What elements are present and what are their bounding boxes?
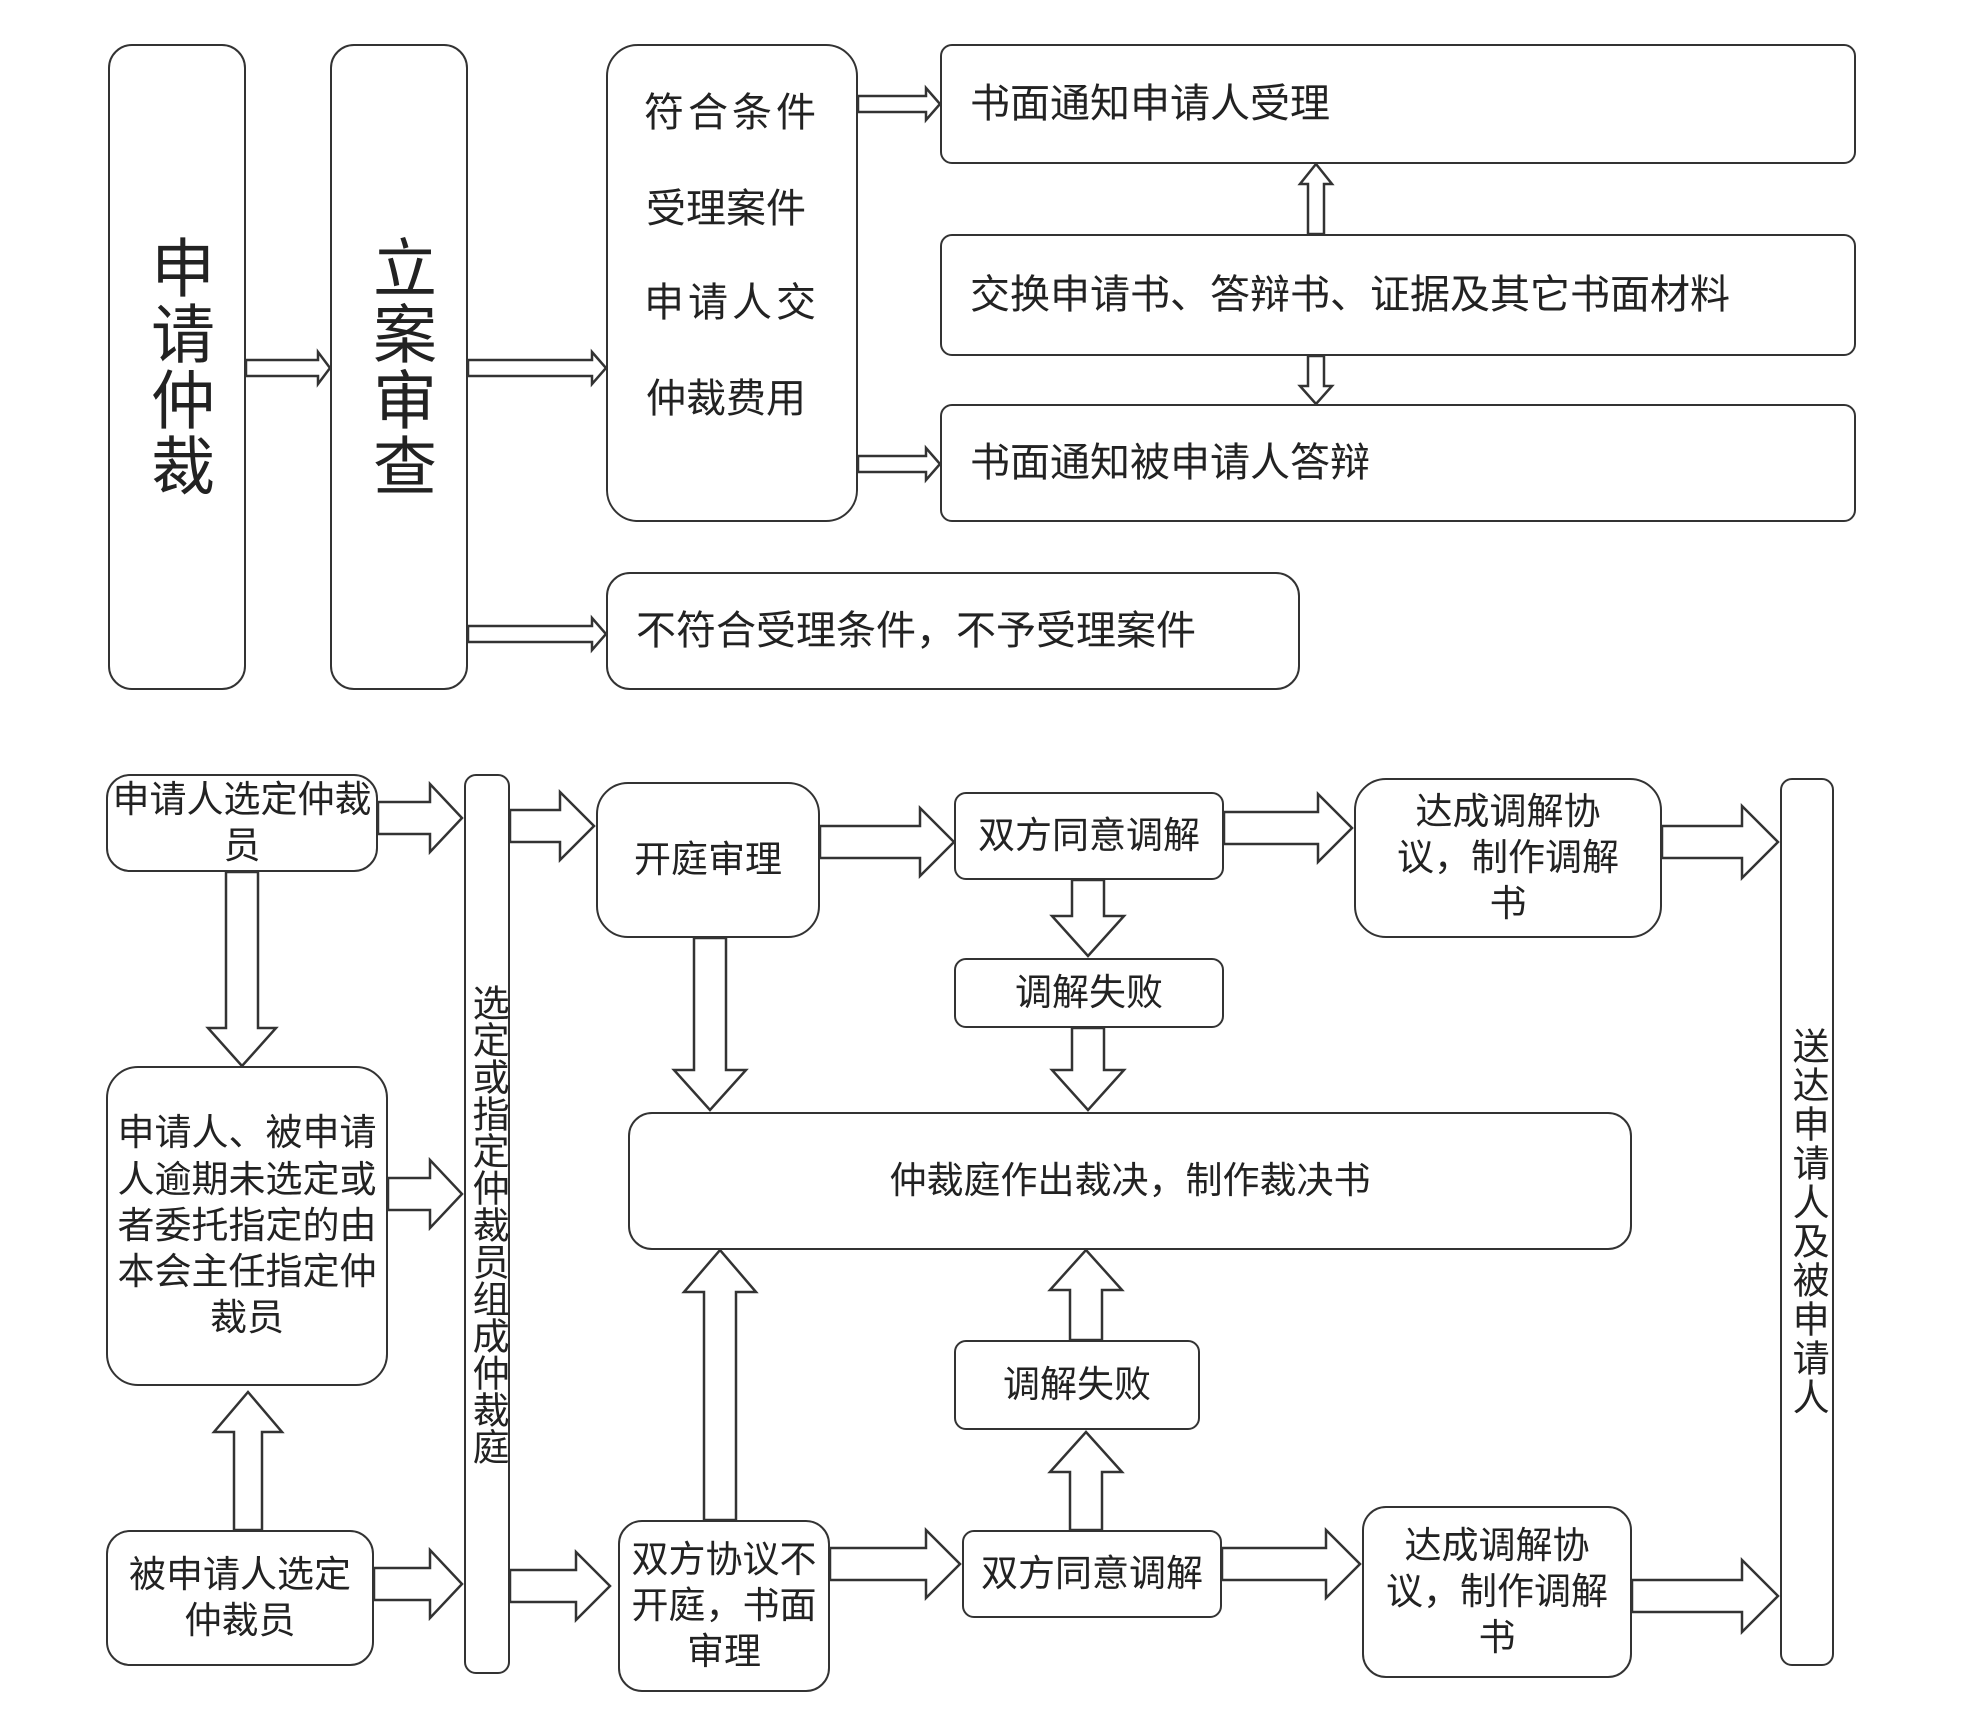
- mediation-failed-2-box: [954, 1340, 1200, 1430]
- written-review-box: [618, 1520, 830, 1692]
- hearing-box: [596, 782, 820, 938]
- accept-line-2: 受理案件: [646, 186, 806, 232]
- mediation-agreement-1-label: 达成调解协议，制作调解书: [1397, 789, 1619, 926]
- agree-mediation-2-box: [962, 1530, 1222, 1618]
- written-review-label: 双方协议不开庭，书面审理: [631, 1537, 817, 1674]
- arrow-applicant-select-to-overdue: [205, 870, 279, 1068]
- notify-applicant-box: [940, 44, 1856, 164]
- arrow-agree-mediation-2-to-agreement-2: [1220, 1526, 1362, 1602]
- overdue-appoint-box: [106, 1066, 388, 1386]
- form-tribunal-label: 选定或指定仲裁员组成仲裁庭: [466, 983, 510, 1465]
- mediation-failed-1-label: 调解失败: [1015, 970, 1163, 1014]
- accept-line-3: 申请人交: [644, 280, 820, 326]
- arrow-review-to-accept: [466, 348, 608, 388]
- arrow-agree-mediation-1-to-failed-1: [1049, 878, 1127, 958]
- arrow-agree-mediation-1-to-agreement-1: [1222, 790, 1354, 866]
- arrow-agreement-2-to-deliver: [1630, 1556, 1780, 1636]
- agree-mediation-2-label: 双方同意调解: [981, 1551, 1203, 1595]
- mediation-failed-2-label: 调解失败: [1003, 1362, 1151, 1406]
- mediation-agreement-2-box: [1362, 1506, 1632, 1678]
- arrow-hearing-to-award: [671, 936, 749, 1112]
- respondent-select-box: [106, 1530, 374, 1666]
- exchange-materials-label: 交换申请书、答辩书、证据及其它书面材料: [970, 272, 1730, 318]
- accept-line-1: 符合条件: [644, 90, 820, 136]
- arrow-apply-to-review: [244, 348, 332, 388]
- agree-mediation-1-label: 双方同意调解: [978, 813, 1200, 857]
- case-review-box: [330, 44, 468, 690]
- arrow-applicant-select-to-tribunal: [376, 780, 464, 856]
- notify-respondent-label: 书面通知被申请人答辩: [970, 440, 1370, 486]
- arrow-written-review-to-agree-mediation-2: [828, 1526, 962, 1602]
- arrow-respondent-select-to-tribunal: [372, 1546, 464, 1622]
- arrow-agreement-1-to-deliver: [1660, 802, 1780, 882]
- arrow-overdue-to-tribunal: [386, 1156, 464, 1232]
- mediation-failed-1-box: [954, 958, 1224, 1028]
- arrow-review-to-reject: [466, 614, 608, 654]
- arrow-accept-to-notify-applicant: [856, 84, 942, 124]
- arrow-exchange-to-notify-respondent: [1297, 354, 1335, 406]
- deliver-label: 送达申请人及被申请人: [1786, 1027, 1830, 1417]
- notify-applicant-label: 书面通知申请人受理: [970, 81, 1330, 127]
- accept-line-4: 仲裁费用: [646, 376, 806, 422]
- arrow-written-review-to-award: [681, 1248, 759, 1522]
- arrow-tribunal-to-hearing: [508, 788, 596, 864]
- applicant-select-label: 申请人选定仲裁员: [112, 777, 372, 867]
- arrow-exchange-to-notify-applicant: [1297, 161, 1335, 236]
- apply-arbitration-box: [108, 44, 246, 690]
- exchange-materials-box: [940, 234, 1856, 356]
- arrow-failed-1-to-award: [1049, 1026, 1127, 1112]
- accept-conditions-box: [606, 44, 858, 522]
- arrow-hearing-to-agree-mediation-1: [818, 804, 956, 880]
- award-label: 仲裁庭作出裁决，制作裁决书: [889, 1158, 1371, 1202]
- overdue-appoint-label: 申请人、被申请人逾期未选定或者委托指定的由本会主任指定仲裁员: [117, 1111, 377, 1340]
- apply-arbitration-label: 申请仲裁: [140, 235, 214, 499]
- arrow-tribunal-to-written-review: [508, 1548, 612, 1624]
- case-review-label: 立案审查: [362, 235, 436, 499]
- agree-mediation-1-box: [954, 792, 1224, 880]
- deliver-box: [1780, 778, 1834, 1666]
- arrow-accept-to-notify-respondent: [856, 444, 942, 484]
- arrow-respondent-select-to-overdue: [211, 1390, 285, 1532]
- mediation-agreement-1-box: [1354, 778, 1662, 938]
- arrow-failed-2-to-award: [1047, 1248, 1125, 1342]
- applicant-select-box: [106, 774, 378, 872]
- notify-respondent-box: [940, 404, 1856, 522]
- award-box: [628, 1112, 1632, 1250]
- respondent-select-label: 被申请人选定仲裁员: [129, 1552, 351, 1642]
- hearing-label: 开庭审理: [634, 837, 782, 881]
- mediation-agreement-2-label: 达成调解协议，制作调解书: [1386, 1523, 1608, 1660]
- reject-case-box: [606, 572, 1300, 690]
- arrow-agree-mediation-2-to-failed-2: [1047, 1430, 1125, 1532]
- form-tribunal-box: [464, 774, 510, 1674]
- reject-case-label: 不符合受理条件，不予受理案件: [636, 608, 1196, 654]
